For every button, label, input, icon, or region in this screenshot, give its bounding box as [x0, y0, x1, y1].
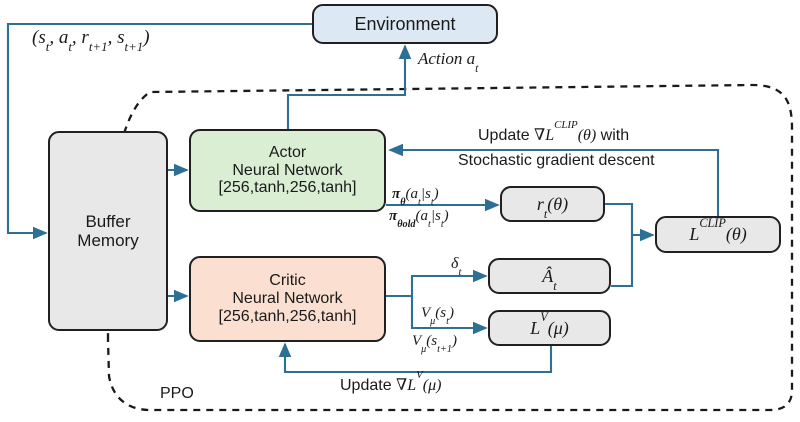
arrow-advantage-to-clip-loss — [611, 235, 634, 288]
update-clip-label-line1: Update ∇LCLIP(θ) with — [478, 119, 630, 144]
arrow-ratio-to-clip-loss — [605, 202, 655, 242]
value-st1-label: Vμ(st+1) — [412, 333, 457, 355]
buffer-memory-label-line1: Buffer — [85, 211, 131, 231]
buffer-memory-box[interactable]: Buffer Memory — [48, 131, 168, 331]
actor-network-box[interactable]: Actor Neural Network [256,tanh,256,tanh] — [189, 129, 386, 212]
critic-network-box[interactable]: Critic Neural Network [256,tanh,256,tanh… — [189, 256, 386, 342]
actor-label-line3: [256,tanh,256,tanh] — [218, 179, 357, 197]
environment-label: Environment — [354, 13, 456, 34]
actor-label-line1: Actor — [268, 143, 307, 161]
buffer-memory-label-line2: Memory — [77, 231, 139, 250]
environment-box[interactable]: Environment — [312, 4, 498, 44]
value-loss-label: LV(μ) — [530, 309, 569, 338]
policy-ratio-denominator-label: πθold(at|st) — [389, 208, 449, 230]
policy-ratio-box[interactable]: rt(θ) — [500, 186, 605, 222]
critic-label-line2: Neural Network — [232, 290, 343, 308]
critic-label-line1: Critic — [269, 272, 306, 290]
transition-tuple-label: (st, at, rt+1, st+1) — [32, 27, 150, 55]
critic-label-line3: [256,tanh,256,tanh] — [218, 307, 357, 325]
arrow-environment-to-buffer — [6, 22, 312, 240]
delta-label: δt — [451, 255, 462, 279]
arrow-critic-to-advantage — [410, 269, 488, 296]
policy-ratio-numerator-label: πθ(at|st) — [392, 186, 439, 208]
advantage-box[interactable]: Ât — [488, 258, 611, 294]
ppo-enclosure-label: PPO — [160, 385, 194, 402]
advantage-label: Ât — [542, 265, 557, 293]
update-clip-label-line2: Stochastic gradient descent — [458, 152, 655, 169]
arrow-clip-loss-to-actor-update — [388, 143, 720, 216]
arrow-value-loss-to-critic-update — [278, 342, 553, 374]
action-label: Action at — [418, 49, 479, 75]
arrow-actor-to-environment — [286, 44, 412, 129]
arrow-critic-to-value-loss — [410, 296, 488, 335]
clip-loss-box[interactable]: LCLIP(θ) — [655, 216, 781, 253]
value-loss-box[interactable]: LV(μ) — [488, 310, 611, 346]
actor-label-line2: Neural Network — [232, 161, 343, 179]
update-value-label: Update ∇LV(μ) — [340, 369, 442, 394]
clip-loss-label: LCLIP(θ) — [689, 216, 747, 245]
policy-ratio-label: rt(θ) — [536, 193, 569, 221]
value-st-label: Vμ(st) — [421, 305, 454, 327]
